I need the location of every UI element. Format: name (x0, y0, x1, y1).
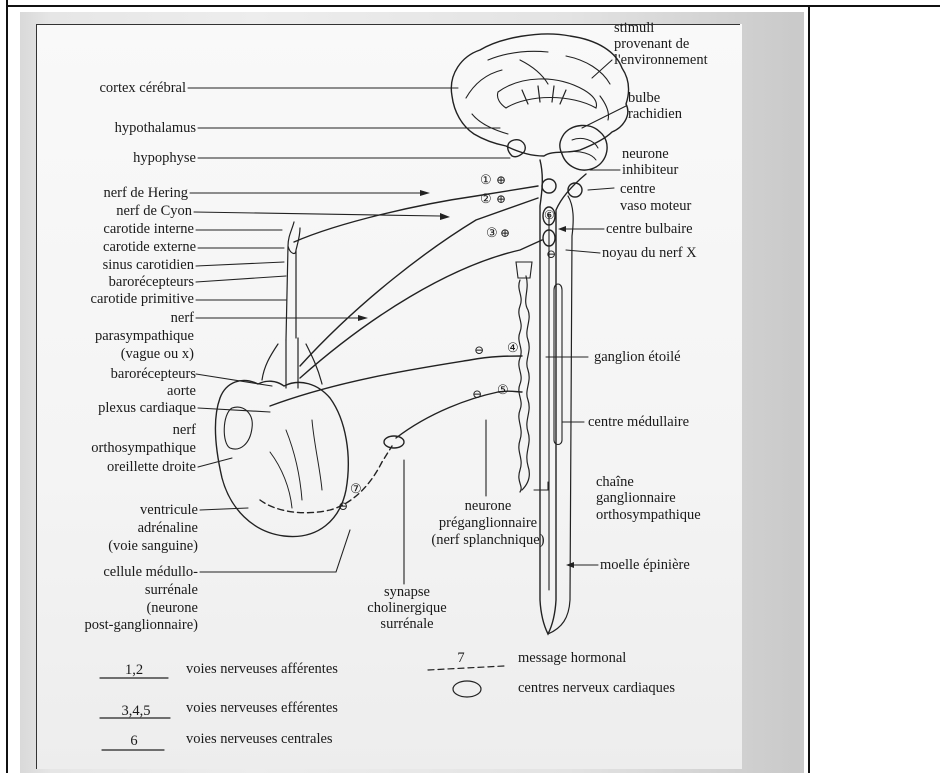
heart-vessels (262, 338, 322, 388)
medullary-column (554, 284, 562, 445)
label-cellule-medullo: cellule médullo- (103, 564, 198, 580)
label-inhibiteur: inhibiteur (622, 162, 678, 178)
brain-outline (451, 34, 628, 156)
label-synapse: synapse (348, 584, 466, 600)
label-chaine: chaîne (596, 474, 634, 490)
arrows-cortex (522, 86, 566, 104)
label-hypophyse: hypophyse (133, 150, 196, 166)
label-orthosympathique: orthosympathique (91, 440, 196, 456)
label-noyau-nerf-x: noyau du nerf X (602, 245, 697, 261)
label-moelle-epiniere: moelle épinière (600, 557, 690, 573)
legend-efferent-text: voies nerveuses efférentes (186, 700, 338, 716)
label-cortex-cerebral: cortex cérébral (99, 80, 186, 96)
label-plexus-cardiaque: plexus cardiaque (98, 400, 196, 416)
label-centre-bulbaire: centre bulbaire (606, 221, 693, 237)
sign-minus-3: ⊖ (546, 246, 556, 262)
label-oreillette-droite: oreillette droite (107, 459, 196, 475)
sign-plus-3: ⊕ (500, 225, 510, 241)
leader-lines (188, 60, 626, 584)
orthosympathique-path (270, 356, 522, 406)
label-environnement: l'environnement (614, 52, 708, 68)
hormone-dashed (260, 446, 392, 513)
label-sinus-carotidien: sinus carotidien (103, 257, 194, 273)
heart-veins (270, 420, 322, 508)
label-aorte: aorte (167, 383, 196, 399)
label-barorecepteurs-1: barorécepteurs (109, 274, 194, 290)
label-ortho-chaine: orthosympathique (596, 507, 701, 523)
label-nerf-cyon: nerf de Cyon (116, 203, 192, 219)
sign-minus-2: ⊖ (472, 386, 482, 402)
legend-afferent-text: voies nerveuses afférentes (186, 661, 338, 677)
ganglion-top (516, 262, 532, 278)
nerf-cyon-path (300, 198, 538, 366)
sign-minus-1: ⊖ (474, 342, 484, 358)
label-ventricule: ventricule (140, 502, 198, 518)
cerebellum (560, 125, 607, 170)
label-nerf-1: nerf (171, 310, 194, 326)
label-surrenale-2: surrénale (348, 616, 466, 632)
legend-central-text: voies nerveuses centrales (186, 731, 333, 747)
label-post-ganglionnaire: post-ganglionnaire) (84, 617, 198, 633)
label-stimuli: stimuli (614, 20, 654, 36)
label-neurone-inh: neurone (622, 146, 669, 162)
marker-2: ② (480, 191, 492, 207)
marker-5: ⑤ (497, 382, 509, 398)
label-nerf-hering: nerf de Hering (103, 185, 188, 201)
label-centre: centre (620, 181, 655, 197)
marker-6: ⑥ (544, 207, 555, 223)
legend-centres-text: centres nerveux cardiaques (518, 680, 675, 696)
label-ganglionnaire: ganglionnaire (596, 490, 676, 506)
heart-outline (216, 380, 349, 536)
sign-plus-2: ⊕ (496, 191, 506, 207)
sign-plus-1: ⊕ (496, 172, 506, 188)
legend-hormonal-code: 7 (446, 650, 476, 666)
label-barorecepteurs-2: barorécepteurs (111, 366, 196, 382)
label-provenant-de: provenant de (614, 36, 689, 52)
label-cholinergique: cholinergique (348, 600, 466, 616)
label-surrenale: surrénale (145, 582, 198, 598)
splanchnique-path (396, 391, 522, 438)
legend-hormonal-text: message hormonal (518, 650, 626, 666)
marker-7: ⑦ (350, 481, 362, 497)
label-hypothalamus: hypothalamus (115, 120, 196, 136)
label-vague-ou-x: (vague ou x) (121, 346, 194, 362)
label-neurone-paren: (neurone (146, 600, 198, 616)
label-nerf-2: nerf (173, 422, 196, 438)
label-vaso-moteur: vaso moteur (620, 198, 691, 214)
adrenal-synapse (384, 436, 404, 448)
label-nerf-splanchnique: (nerf splanchnique) (404, 532, 572, 548)
label-carotide-interne: carotide interne (103, 221, 194, 237)
marker-1: ① (480, 172, 492, 188)
sympathetic-chain (519, 276, 529, 492)
label-adrenaline: adrénaline (138, 520, 198, 536)
right-atrium (224, 407, 252, 449)
sign-minus-4: ⊖ (338, 498, 348, 514)
marker-4: ④ (507, 340, 519, 356)
label-centre-medullaire: centre médullaire (588, 414, 689, 430)
centre-vasomoteur-circle (542, 179, 556, 193)
nerf-vague-path (300, 240, 542, 378)
marker-3: ③ (486, 225, 498, 241)
label-carotide-externe: carotide externe (103, 239, 196, 255)
legend-efferent-code: 3,4,5 (106, 703, 166, 719)
legend-central-code: 6 (114, 733, 154, 749)
label-preganglionnaire: préganglionnaire (422, 515, 554, 531)
label-parasympathique: parasympathique (95, 328, 194, 344)
label-neurone-pre: neurone (422, 498, 554, 514)
legend-afferent-code: 1,2 (110, 662, 158, 678)
label-carotide-primitive: carotide primitive (91, 291, 194, 307)
label-bulbe: bulbe (628, 90, 660, 106)
label-ganglion-etoile: ganglion étoilé (594, 349, 681, 365)
label-rachidien: rachidien (628, 106, 682, 122)
label-voie-sanguine: (voie sanguine) (108, 538, 198, 554)
